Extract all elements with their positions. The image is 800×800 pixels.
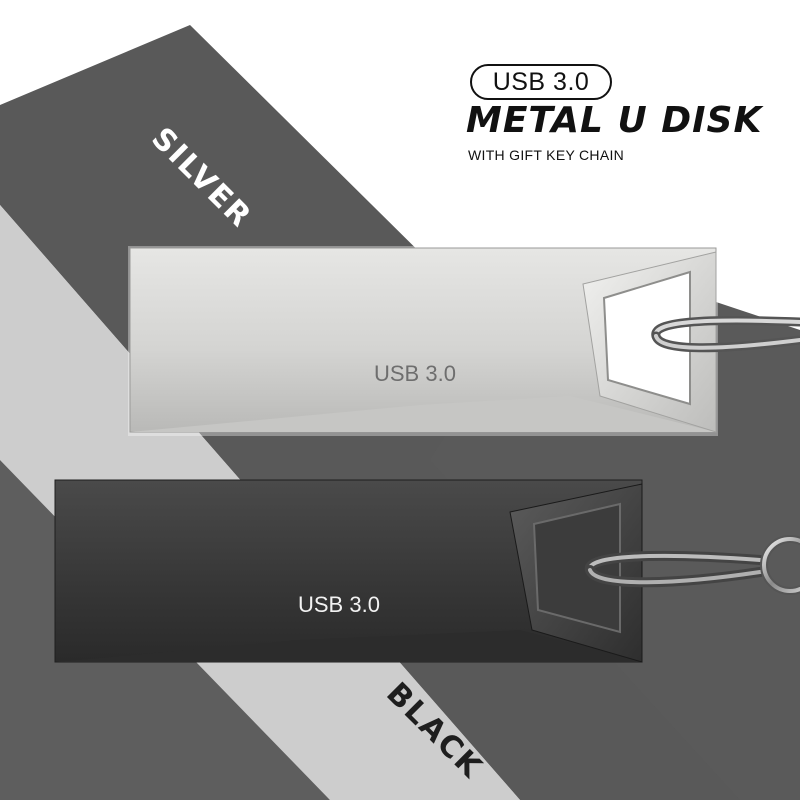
product-header: USB 3.0 METAL U DISK WITH GIFT KEY CHAIN	[466, 64, 786, 174]
silver-drive-label: USB 3.0	[374, 361, 456, 386]
black-usb-drive	[54, 479, 643, 663]
silver-usb-drive	[128, 246, 718, 436]
product-subheadline: WITH GIFT KEY CHAIN	[468, 147, 625, 163]
product-headline: METAL U DISK	[466, 100, 763, 141]
black-key-chain	[584, 535, 800, 595]
black-drive-label: USB 3.0	[298, 592, 380, 617]
usb-version-badge: USB 3.0	[470, 64, 612, 100]
silver-key-chain	[651, 316, 800, 353]
silver-keyhole	[602, 270, 691, 406]
black-keyhole	[532, 502, 621, 634]
